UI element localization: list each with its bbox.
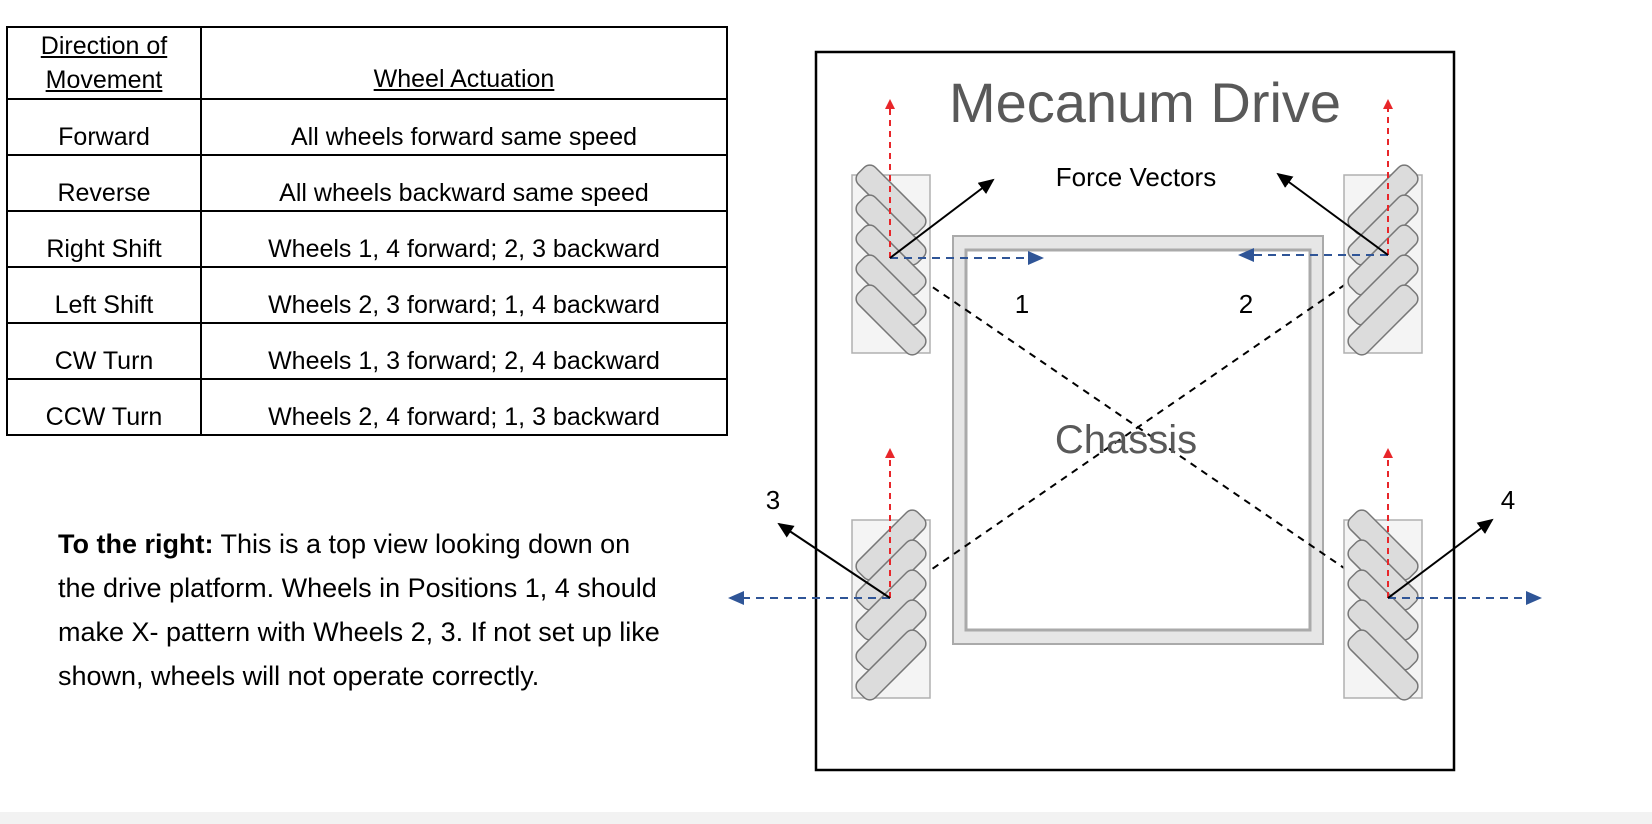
wheel-4 (1343, 509, 1423, 701)
setup-note: To the right: This is a top view looking… (58, 522, 718, 698)
table-header-row: Direction of Movement Wheel Actuation (6, 26, 728, 100)
table-row: CCW Turn Wheels 2, 4 forward; 1, 3 backw… (6, 378, 728, 436)
direction-cell: Reverse (6, 154, 202, 212)
wheel-2 (1343, 164, 1423, 356)
table-row: CW Turn Wheels 1, 3 forward; 2, 4 backwa… (6, 322, 728, 380)
direction-cell: Forward (6, 98, 202, 156)
direction-cell: CCW Turn (6, 378, 202, 436)
table-row: Reverse All wheels backward same speed (6, 154, 728, 212)
wheel-3 (851, 509, 931, 701)
wheel-label-1: 1 (1015, 289, 1029, 319)
direction-cell: CW Turn (6, 322, 202, 380)
wheel-1 (851, 164, 931, 356)
direction-cell: Right Shift (6, 210, 202, 268)
table-row: Right Shift Wheels 1, 4 forward; 2, 3 ba… (6, 210, 728, 268)
actuation-header: Wheel Actuation (200, 26, 728, 100)
note-line: This is a top view looking down on (213, 529, 631, 559)
diagram-title: Mecanum Drive (949, 71, 1341, 134)
table-row: Forward All wheels forward same speed (6, 98, 728, 156)
chassis-label: Chassis (1055, 418, 1197, 462)
force-arrow-2 (1276, 172, 1389, 256)
force-arrow-1 (889, 178, 995, 259)
direction-header: Direction of Movement (6, 26, 202, 100)
force-vectors-label: Force Vectors (1056, 162, 1216, 192)
table-row: Left Shift Wheels 2, 3 forward; 1, 4 bac… (6, 266, 728, 324)
force-arrow-3 (777, 522, 891, 599)
subtitle-backing (1026, 150, 1248, 194)
actuation-cell: All wheels backward same speed (200, 154, 728, 212)
diagonal-2-3 (889, 254, 1389, 599)
wheel-label-3: 3 (766, 485, 780, 515)
actuation-cell: All wheels forward same speed (200, 98, 728, 156)
bottom-strip (0, 812, 1652, 824)
chassis (952, 235, 1324, 645)
wheel-label-2: 2 (1239, 289, 1253, 319)
actuation-cell: Wheels 2, 4 forward; 1, 3 backward (200, 378, 728, 436)
x-pattern-lines (889, 254, 1389, 599)
force-arrow-4 (1387, 518, 1494, 599)
actuation-cell: Wheels 2, 3 forward; 1, 4 backward (200, 266, 728, 324)
wheel-label-4: 4 (1501, 485, 1515, 515)
actuation-cell: Wheels 1, 4 forward; 2, 3 backward (200, 210, 728, 268)
note-line: make X- pattern with Wheels 2, 3. If not… (58, 617, 660, 647)
wheel-actuation-table: Direction of Movement Wheel Actuation Fo… (6, 26, 728, 436)
note-line: shown, wheels will not operate correctly… (58, 661, 540, 691)
direction-cell: Left Shift (6, 266, 202, 324)
actuation-cell: Wheels 1, 3 forward; 2, 4 backward (200, 322, 728, 380)
note-line: the drive platform. Wheels in Positions … (58, 573, 657, 603)
title-backing (905, 72, 1385, 132)
diagonal-1-4 (889, 257, 1389, 599)
note-lead: To the right: (58, 529, 214, 559)
